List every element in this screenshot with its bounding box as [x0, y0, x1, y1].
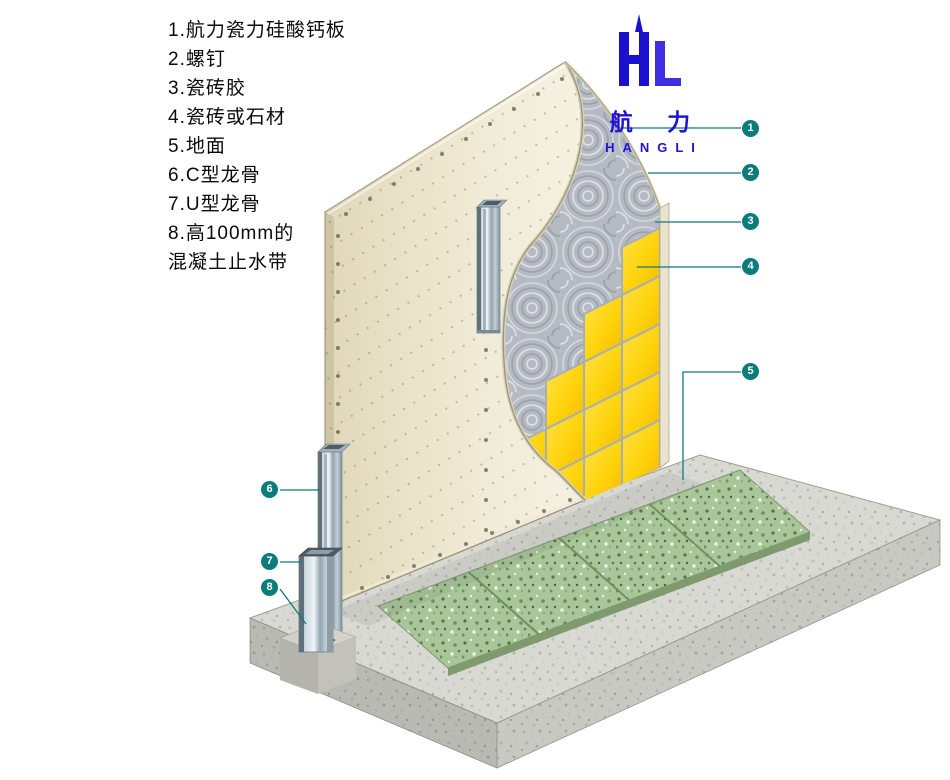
legend-item-2: 2.螺钉 [168, 49, 226, 70]
u-track [298, 547, 343, 653]
logo-text-en: HANGLI [605, 140, 703, 155]
legend-item-1: 1.航力瓷力硅酸钙板 [168, 20, 346, 41]
leader-lines [279, 127, 741, 625]
legend-item-8: 8.高100mm的 [168, 223, 295, 244]
legend-item-5: 5.地面 [168, 136, 226, 157]
legend-item-7: 7.U型龙骨 [168, 194, 261, 215]
callout-badge-5: 5 [742, 363, 759, 380]
hangli-logo-icon [619, 14, 681, 86]
legend-item-6: 6.C型龙骨 [168, 165, 261, 186]
callout-badge-1: 1 [742, 120, 759, 137]
callout-badge-7: 7 [261, 553, 278, 570]
board-edge-curves [501, 60, 662, 502]
hangli-logo: 航 力 HANGLI [573, 8, 727, 155]
callout-badge-4: 4 [742, 258, 759, 275]
legend: 1.航力瓷力硅酸钙板 2.螺钉 3.瓷砖胶 4.瓷砖或石材 5.地面 6.C型龙… [168, 16, 346, 277]
legend-item-4: 4.瓷砖或石材 [168, 107, 286, 128]
wall-edge-band [659, 202, 670, 469]
granite-floor [377, 469, 811, 676]
logo-text-cn: 航 力 [609, 109, 705, 135]
legend-item-8-cont: 混凝土止水带 [168, 252, 289, 273]
calcium-silicate-board [324, 61, 587, 609]
callout-badge-8: 8 [261, 579, 278, 596]
wall-shadow [332, 472, 704, 626]
callout-badge-3: 3 [742, 213, 759, 230]
c-stud-top [476, 199, 508, 334]
callout-badge-2: 2 [742, 164, 759, 181]
legend-item-3: 3.瓷砖胶 [168, 78, 246, 99]
callout-badge-6: 6 [261, 481, 278, 498]
